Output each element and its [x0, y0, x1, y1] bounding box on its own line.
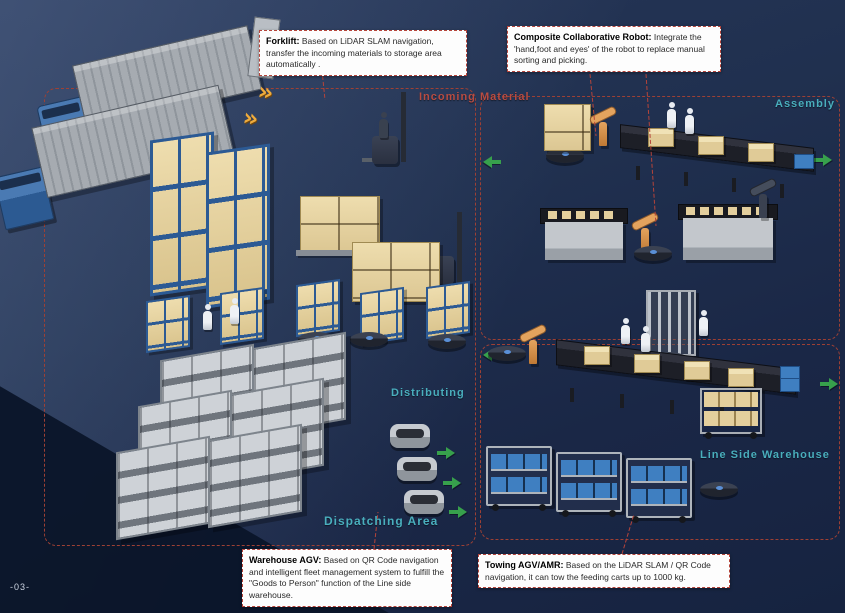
callout-title: Warehouse AGV: — [249, 555, 322, 565]
crate — [634, 354, 660, 373]
flow-arrow-right — [437, 447, 455, 459]
callout-body: Based on QR Code navigation and intellig… — [249, 555, 445, 601]
parts-row — [548, 211, 618, 219]
robot-arm-dark — [748, 180, 778, 218]
bin-cart — [486, 446, 552, 511]
crate — [584, 346, 610, 365]
crate-row — [704, 392, 758, 407]
platform-agv — [397, 457, 437, 481]
callout-composite-robot: Composite Collaborative Robot: Integrate… — [507, 26, 721, 73]
dispatch-rack — [208, 423, 302, 529]
bin-row — [631, 466, 687, 483]
bin-row — [491, 477, 547, 494]
callout-body: Based on LiDAR SLAM navigation, transfer… — [266, 36, 442, 70]
crate-stand — [296, 250, 382, 256]
conveyor-leg — [684, 172, 688, 186]
callout-body: Based on the LiDAR SLAM / QR Code naviga… — [485, 560, 711, 582]
warehouse-agv — [428, 334, 466, 349]
dispatch-rack — [116, 435, 210, 541]
robot-arm — [588, 108, 618, 146]
workstation-table — [540, 208, 628, 260]
callout-title: Towing AGV/AMR: — [485, 560, 564, 570]
callout-title: Forklift: — [266, 36, 300, 46]
composite-robot-agv — [546, 148, 584, 163]
worker — [202, 304, 213, 331]
bin-cart — [556, 452, 622, 517]
crate-row — [704, 411, 758, 426]
conveyor-leg — [620, 394, 624, 408]
robot-arm — [630, 214, 660, 252]
composite-robot-agv — [634, 246, 672, 261]
worker — [640, 326, 651, 353]
bin-cart — [626, 458, 692, 523]
zone-label-assembly: Assembly — [775, 98, 835, 110]
conveyor-leg — [780, 184, 784, 198]
parts-row — [686, 207, 770, 215]
zone-label-distributing: Distributing — [391, 387, 465, 399]
bin-row — [561, 483, 617, 500]
callout-body: Integrate the 'hand,foot and eyes' of th… — [514, 32, 705, 66]
flow-arrow-right — [449, 506, 467, 518]
zone-label-dispatching-area: Dispatching Area — [324, 514, 439, 528]
crate — [684, 361, 710, 380]
forklift-vehicle — [362, 92, 410, 172]
worker — [666, 102, 677, 129]
mobile-shelf — [426, 280, 470, 340]
platform-agv — [404, 490, 444, 514]
bin-row — [631, 489, 687, 506]
pallet-rack-tall — [206, 143, 270, 309]
worker — [684, 108, 695, 135]
blue-bin — [780, 378, 800, 392]
conveyor-leg — [670, 400, 674, 414]
mobile-shelf — [146, 294, 190, 354]
fork-blades — [362, 158, 392, 162]
rolling-trolley — [646, 290, 696, 356]
worker — [698, 310, 709, 337]
conveyor-leg — [732, 178, 736, 192]
pallet-rack-tall — [150, 131, 214, 297]
crate — [698, 136, 724, 155]
crate — [748, 143, 774, 162]
zone-label-incoming-material: Incoming Material — [419, 91, 530, 103]
crate — [648, 128, 674, 147]
mobile-shelf — [220, 286, 264, 346]
page-number: -03- — [10, 582, 31, 592]
flow-arrow-right — [814, 154, 832, 166]
bin-row — [561, 460, 617, 477]
platform-agv — [390, 424, 430, 448]
crate-stack — [544, 104, 591, 151]
zone-label-line-side-warehouse: Line Side Warehouse — [700, 449, 830, 461]
conveyor-leg — [570, 388, 574, 402]
blue-bin — [794, 154, 814, 169]
crate — [728, 368, 754, 387]
callout-forklift: Forklift: Based on LiDAR SLAM navigation… — [259, 30, 467, 77]
flow-arrow-right — [820, 378, 838, 390]
composite-robot-agv — [488, 346, 526, 361]
worker — [620, 318, 631, 345]
bin-row — [491, 454, 547, 471]
callout-title: Composite Collaborative Robot: — [514, 32, 652, 42]
worker — [229, 298, 240, 325]
callout-towing-agv: Towing AGV/AMR: Based on the LiDAR SLAM … — [478, 554, 730, 589]
callout-warehouse-agv: Warehouse AGV: Based on QR Code navigati… — [242, 549, 452, 607]
mobile-shelf — [296, 278, 340, 338]
flow-arrow-left — [483, 156, 501, 168]
robot-arm — [518, 326, 548, 364]
feeding-cart — [700, 388, 762, 439]
forklift-operator — [378, 112, 389, 139]
towing-agv — [700, 482, 738, 497]
conveyor-leg — [636, 166, 640, 180]
flow-arrow-right — [443, 477, 461, 489]
table-body — [683, 218, 773, 260]
warehouse-agv — [350, 332, 388, 347]
table-body — [545, 222, 623, 260]
